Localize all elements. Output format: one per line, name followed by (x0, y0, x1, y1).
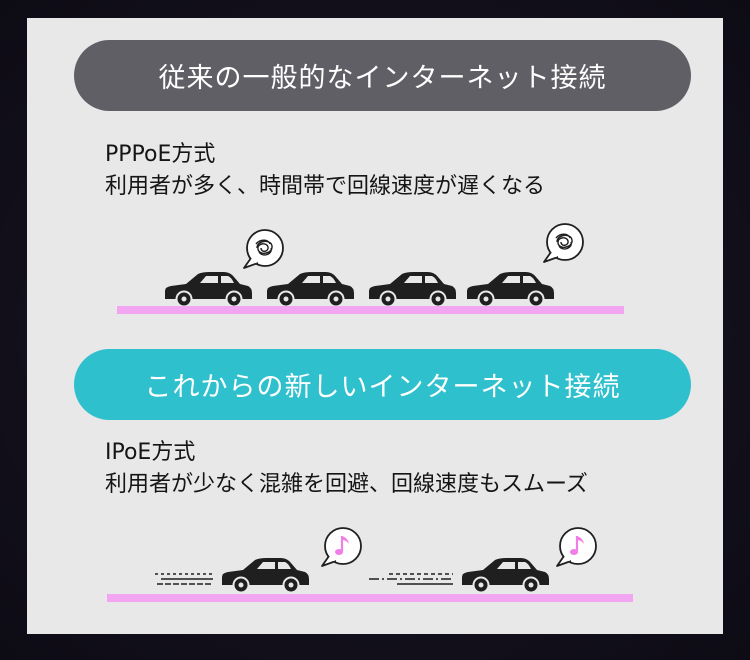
pppoe-description: 利用者が多く、時間帯で回線速度が遅くなる (105, 174, 546, 199)
car-icon (165, 272, 252, 307)
ipoe-description: 利用者が少なく混雑を回避、回線速度もスムーズ (105, 472, 588, 497)
tangled-scribble-icon (243, 229, 284, 269)
car-icon (222, 558, 309, 593)
music-note-icon (556, 527, 597, 567)
car-icon (369, 272, 456, 307)
road-smooth (107, 594, 633, 602)
infographic-panel: 従来の一般的なインターネット接続 PPPoE方式 利用者が多く、時間帯で回線速度… (27, 18, 723, 634)
pppoe-heading: PPPoE方式 利用者が多く、時間帯で回線速度が遅くなる (105, 139, 545, 203)
music-note-icon (321, 527, 362, 567)
car-icon (467, 272, 554, 307)
speed-lines-icon (155, 573, 213, 585)
tangled-scribble-icon (543, 223, 584, 263)
banner-new-connection-label: これからの新しいインターネット接続 (144, 372, 621, 403)
banner-conventional-label: 従来の一般的なインターネット接続 (158, 63, 607, 94)
ipoe-heading: IPoE方式 利用者が少なく混雑を回避、回線速度もスムーズ (105, 437, 588, 501)
banner-new-connection: これからの新しいインターネット接続 (74, 349, 691, 420)
pppoe-method-label: PPPoE方式 (105, 142, 216, 167)
banner-conventional: 従来の一般的なインターネット接続 (74, 40, 691, 111)
ipoe-method-label: IPoE方式 (105, 440, 196, 465)
car-icon (267, 272, 354, 307)
car-icon (462, 558, 549, 593)
road-congested (117, 306, 624, 314)
speed-lines-icon (369, 573, 453, 585)
